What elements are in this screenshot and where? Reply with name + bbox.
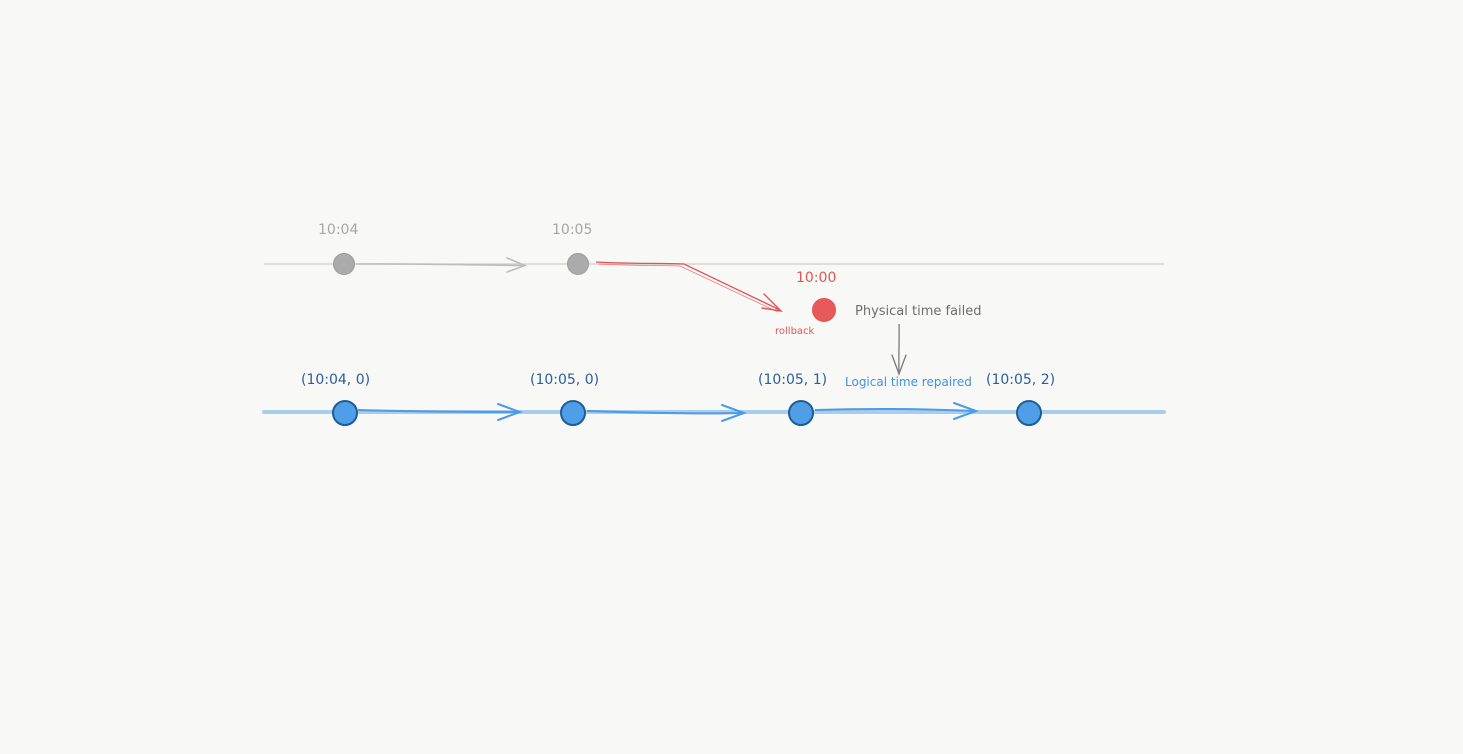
rollback-label: rollback — [775, 327, 814, 337]
physical-event-node — [334, 254, 355, 275]
logical-event-node — [789, 401, 813, 425]
physical-event-label: 10:04 — [318, 223, 358, 237]
rollback-time-label: 10:00 — [796, 271, 836, 285]
logical-event-label: (10:05, 2) — [986, 373, 1055, 387]
physical-event-node — [568, 254, 589, 275]
logical-event-node — [333, 401, 357, 425]
logical-event-label: (10:04, 0) — [301, 373, 370, 387]
logical-event-label: (10:05, 0) — [530, 373, 599, 387]
physical-failed-note: Physical time failed — [855, 305, 982, 318]
rollback-event-node — [813, 299, 836, 322]
logical-repaired-note: Logical time repaired — [845, 376, 972, 388]
rollback-arrow — [596, 262, 780, 310]
logical-event-label: (10:05, 1) — [758, 373, 827, 387]
rollback-arrow-shadow — [598, 264, 778, 312]
logical-event-node — [561, 401, 585, 425]
logical-event-node — [1017, 401, 1041, 425]
physical-event-label: 10:05 — [552, 223, 592, 237]
